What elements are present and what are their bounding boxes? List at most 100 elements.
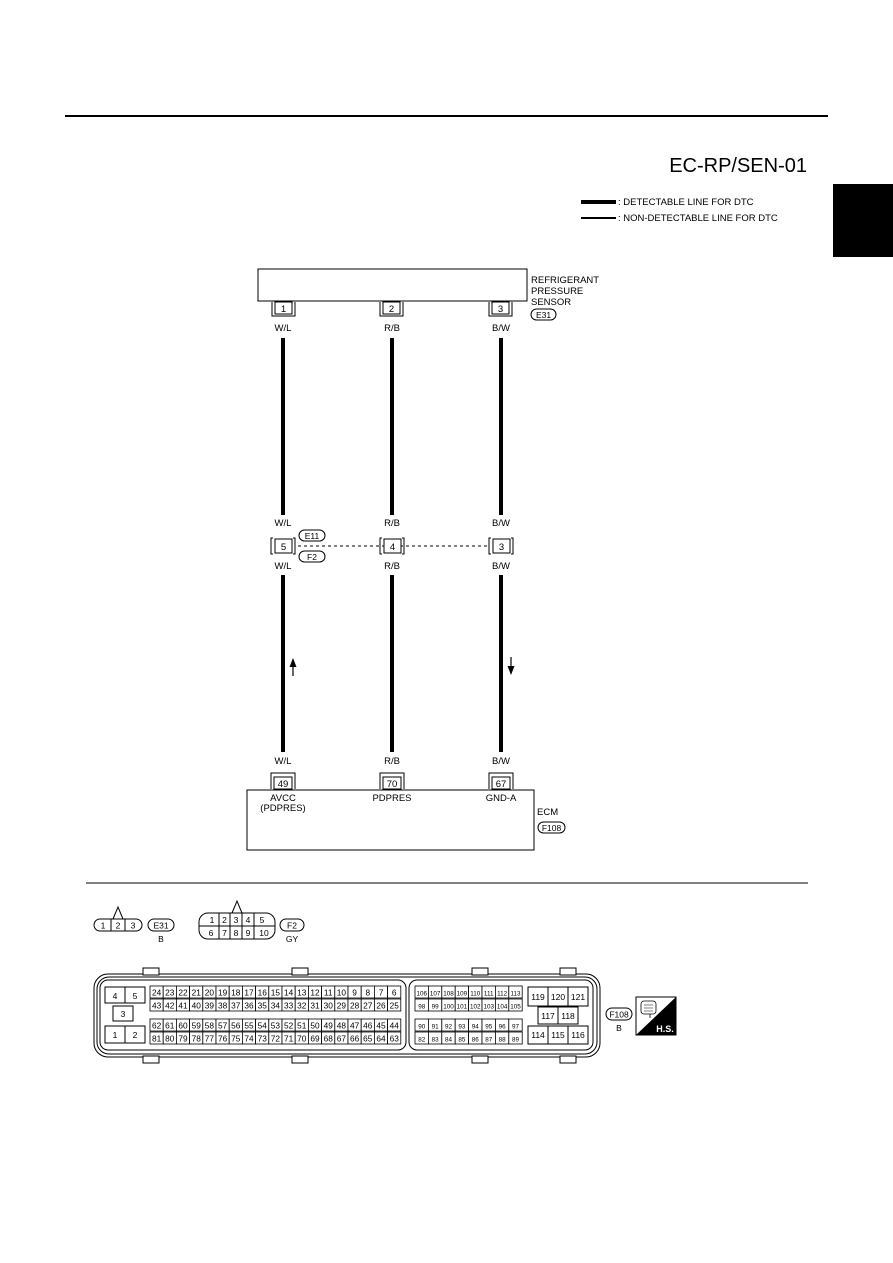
f108-block1-pin-label: 9 bbox=[352, 988, 357, 998]
f108-block2-pin-label: 110 bbox=[470, 991, 481, 998]
f108-block1-pin-label: 22 bbox=[178, 988, 188, 998]
ecm-name: ECM bbox=[537, 807, 558, 818]
f108-block1-pin-label: 64 bbox=[376, 1034, 386, 1044]
wire-color-wl-joint-top: W/L bbox=[275, 518, 292, 529]
sensor-connector-badge: E31 bbox=[530, 308, 557, 321]
wire-color-bw-top: B/W bbox=[492, 323, 510, 334]
ecm-component: AVCC (PDPRES) PDPRES GND-A ECM bbox=[246, 789, 558, 851]
f108-block2-pin-label: 91 bbox=[432, 1024, 440, 1031]
f108-block2-pin-label: 88 bbox=[499, 1037, 507, 1044]
sensor-pin-2: 2 bbox=[379, 301, 404, 317]
wire-color-rb-bottom: R/B bbox=[384, 756, 400, 767]
sensor-pin-1: 1 bbox=[271, 301, 296, 317]
f108-block1-pin-label: 24 bbox=[152, 988, 162, 998]
svg-text:3: 3 bbox=[234, 915, 239, 925]
ecm-signal-gnda: GND-A bbox=[486, 793, 517, 804]
f108-block1-pin-label: 41 bbox=[178, 1001, 188, 1011]
f108-block1-pin-label: 20 bbox=[205, 988, 215, 998]
svg-text:116: 116 bbox=[571, 1030, 585, 1040]
svg-text:1: 1 bbox=[210, 915, 215, 925]
sensor-name-line2: PRESSURE bbox=[531, 286, 583, 297]
f108-block2-pin-label: 84 bbox=[445, 1037, 453, 1044]
f108-block2-pin-label: 109 bbox=[457, 991, 468, 998]
page-tab bbox=[833, 184, 893, 257]
svg-text:7: 7 bbox=[222, 928, 227, 938]
svg-text:67: 67 bbox=[496, 779, 507, 790]
f108-block2-pin-label: 83 bbox=[432, 1037, 440, 1044]
f108-block1-pin-label: 25 bbox=[390, 1001, 400, 1011]
f108-block1-pin-label: 68 bbox=[324, 1034, 334, 1044]
f108-block1-pin-label: 61 bbox=[165, 1021, 175, 1031]
wire-color-rb-joint-bottom: R/B bbox=[384, 561, 400, 572]
svg-text:E11: E11 bbox=[305, 531, 320, 541]
wire-color-wl-joint-bottom: W/L bbox=[275, 561, 292, 572]
connector-view-f108-color: B bbox=[616, 1023, 622, 1033]
f108-block1-pin-label: 14 bbox=[284, 988, 294, 998]
svg-text:1: 1 bbox=[113, 1030, 118, 1040]
f108-block2-pin-label: 106 bbox=[416, 991, 427, 998]
f108-block1-pin-label: 12 bbox=[310, 988, 320, 998]
f108-block1-pin-label: 60 bbox=[178, 1021, 188, 1031]
f108-block1-pin-label: 32 bbox=[297, 1001, 307, 1011]
f108-block1-pin-label: 73 bbox=[258, 1034, 268, 1044]
f108-block1-pin-label: 8 bbox=[365, 988, 370, 998]
svg-text:8: 8 bbox=[234, 928, 239, 938]
svg-text:3: 3 bbox=[121, 1009, 126, 1019]
f108-block1-pin-label: 75 bbox=[231, 1034, 241, 1044]
f108-block2-pin-label: 87 bbox=[485, 1037, 493, 1044]
f108-block1-pin-label: 81 bbox=[152, 1034, 162, 1044]
f108-block1-pin-label: 56 bbox=[231, 1021, 241, 1031]
f108-block1-pin-label: 53 bbox=[271, 1021, 281, 1031]
connector-view-f108-badge: F108 B bbox=[605, 1007, 633, 1033]
f108-block1-pin-label: 27 bbox=[363, 1001, 373, 1011]
sensor-connector-label: E31 bbox=[536, 310, 551, 320]
svg-text:3: 3 bbox=[131, 921, 136, 931]
f108-block2-pin-label: 90 bbox=[418, 1024, 426, 1031]
f108-block1-pin-label: 78 bbox=[192, 1034, 202, 1044]
svg-text:F108: F108 bbox=[542, 823, 562, 833]
wire-color-rb-joint-top: R/B bbox=[384, 518, 400, 529]
connector-view-e31-color: B bbox=[158, 934, 164, 944]
f108-block2-pin-label: 92 bbox=[445, 1024, 453, 1031]
hs-badge-text: H.S. bbox=[656, 1024, 674, 1034]
sensor-pin-3: 3 bbox=[488, 301, 513, 317]
f108-block1-pin-label: 54 bbox=[258, 1021, 268, 1031]
f108-block1-pin-label: 28 bbox=[350, 1001, 360, 1011]
svg-text:120: 120 bbox=[551, 992, 565, 1002]
svg-text:2: 2 bbox=[389, 304, 394, 315]
connector-view-e31-badge: E31 B bbox=[147, 918, 175, 944]
f108-block2-pin-label: 112 bbox=[497, 991, 508, 998]
svg-text:119: 119 bbox=[531, 992, 545, 1002]
f108-block2-pin-label: 89 bbox=[512, 1037, 520, 1044]
joint-pin-4: 4 bbox=[379, 537, 405, 555]
svg-text:49: 49 bbox=[278, 779, 289, 790]
f108-block2-pin-label: 101 bbox=[457, 1004, 468, 1011]
f108-block1-pin-label: 31 bbox=[310, 1001, 320, 1011]
f108-block1-pin-label: 77 bbox=[205, 1034, 215, 1044]
f108-block1-pin-label: 34 bbox=[271, 1001, 281, 1011]
f108-block2-pin-label: 102 bbox=[470, 1004, 481, 1011]
f108-block1-pin-label: 62 bbox=[152, 1021, 162, 1031]
svg-text:117: 117 bbox=[541, 1011, 555, 1021]
f108-block1-cell bbox=[387, 985, 402, 999]
f108-block2-cell bbox=[508, 985, 523, 999]
wire-color-bw-joint-bottom: B/W bbox=[492, 561, 510, 572]
svg-text:3: 3 bbox=[498, 304, 503, 315]
f108-block2-pin-label: 85 bbox=[458, 1037, 466, 1044]
f108-block1-pin-label: 38 bbox=[218, 1001, 228, 1011]
svg-text:4: 4 bbox=[390, 542, 395, 553]
connector-view-f2-badge: F2 GY bbox=[279, 918, 305, 944]
f108-block1-pin-label: 17 bbox=[244, 988, 254, 998]
f108-housing-left bbox=[99, 979, 407, 1051]
f108-block1-pin-label: 37 bbox=[231, 1001, 241, 1011]
f108-block1-pin-label: 67 bbox=[337, 1034, 347, 1044]
f108-block1-pin-label: 6 bbox=[392, 988, 397, 998]
f108-block1-pin-label: 16 bbox=[258, 988, 268, 998]
legend-detectable: : DETECTABLE LINE FOR DTC bbox=[618, 197, 754, 208]
svg-text:4: 4 bbox=[113, 991, 118, 1001]
f108-block1-pin-label: 35 bbox=[258, 1001, 268, 1011]
f108-block2-pin-label: 86 bbox=[472, 1037, 480, 1044]
f108-block1-pin-label: 43 bbox=[152, 1001, 162, 1011]
f108-block1-pin-label: 36 bbox=[244, 1001, 254, 1011]
